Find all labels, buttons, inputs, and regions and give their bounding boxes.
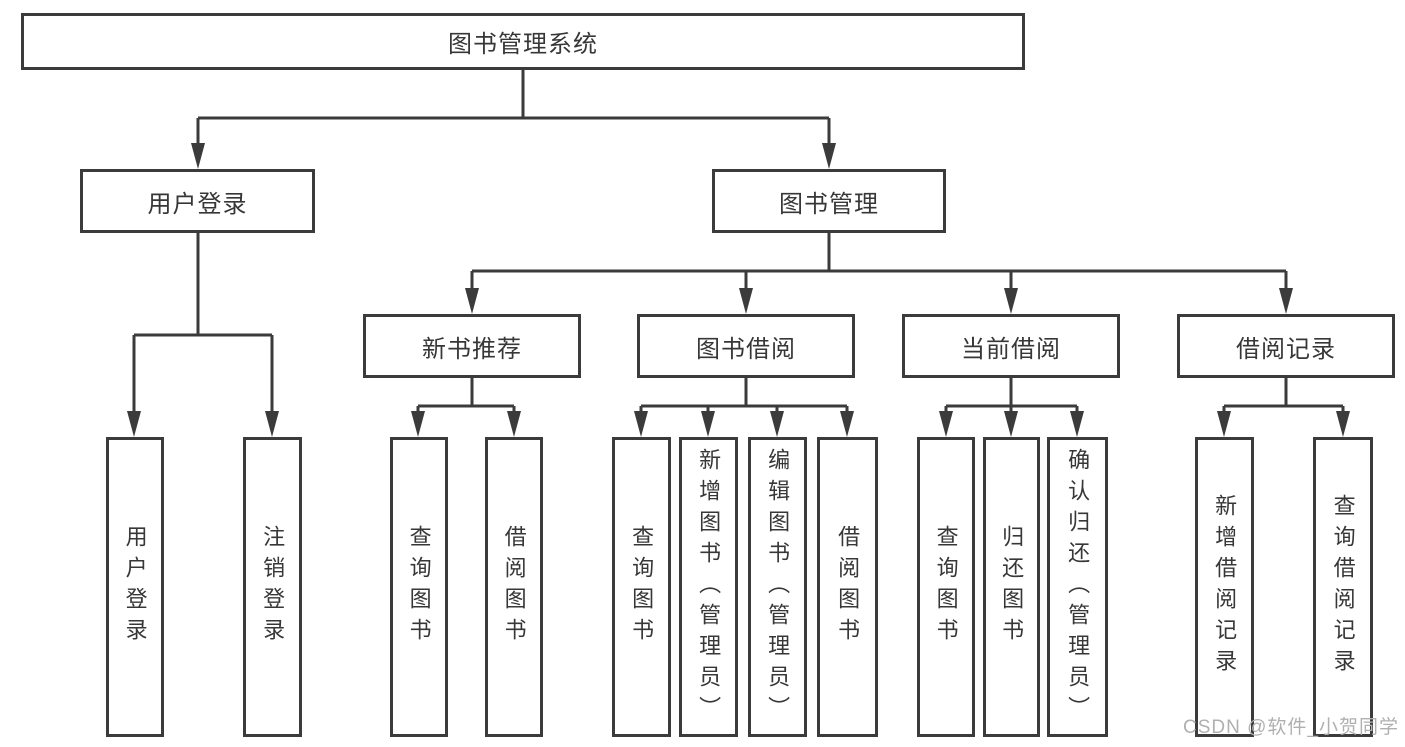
node-leaf-borrow-book-recommend: 借阅图书: [485, 437, 543, 737]
node-new-book-recommend-label: 新书推荐: [422, 335, 522, 363]
connector-current-borrow-children: [944, 378, 1079, 413]
node-leaf-borrow-book-label: 借阅图书: [835, 525, 861, 649]
node-leaf-return-book: 归还图书: [983, 437, 1040, 737]
arrow-down-icon: [191, 143, 205, 169]
node-leaf-query-borrow-record: 查询借阅记录: [1313, 437, 1373, 737]
arrow-down-icon: [465, 288, 479, 314]
node-root: 图书管理系统: [21, 13, 1025, 70]
connector-new-book-recommend-children: [416, 378, 516, 413]
node-borrow-record: 借阅记录: [1177, 314, 1395, 378]
node-root-label: 图书管理系统: [448, 31, 598, 58]
arrow-down-icon: [1070, 411, 1084, 437]
arrow-down-icon: [1004, 288, 1018, 314]
node-leaf-add-book-admin-label: 新增图书（管理员）: [696, 447, 722, 727]
node-book-borrow: 图书借阅: [637, 314, 855, 378]
connector-root-children: [196, 70, 831, 145]
connector-book-management-children: [470, 233, 1288, 290]
node-leaf-query-book-borrow: 查询图书: [612, 437, 671, 737]
node-leaf-borrow-book-recommend-label: 借阅图书: [501, 525, 527, 649]
connector-borrow-record-children: [1222, 378, 1345, 413]
node-leaf-logout: 注销登录: [243, 437, 302, 737]
connector-user-login-children: [132, 233, 274, 413]
arrow-down-icon: [127, 411, 141, 437]
node-leaf-add-book-admin: 新增图书（管理员）: [679, 437, 738, 737]
arrow-down-icon: [770, 411, 784, 437]
node-leaf-user-login: 用户登录: [106, 437, 164, 737]
watermark: CSDN @软件_小贺同学: [1183, 717, 1399, 738]
node-leaf-add-borrow-record: 新增借阅记录: [1195, 437, 1254, 737]
arrow-down-icon: [1336, 411, 1350, 437]
node-current-borrow-label: 当前借阅: [961, 335, 1061, 363]
node-leaf-query-book-recommend-label: 查询图书: [406, 525, 432, 649]
arrow-down-icon: [1004, 411, 1018, 437]
node-borrow-record-label: 借阅记录: [1236, 335, 1336, 363]
connector-book-borrow-children: [639, 378, 849, 413]
arrow-down-icon: [822, 143, 836, 169]
node-leaf-query-borrow-record-label: 查询借阅记录: [1330, 494, 1356, 680]
node-current-borrow: 当前借阅: [902, 314, 1120, 378]
arrow-down-icon: [939, 411, 953, 437]
node-book-borrow-label: 图书借阅: [696, 335, 796, 363]
node-leaf-edit-book-admin-label: 编辑图书（管理员）: [765, 447, 791, 727]
arrow-down-icon: [507, 411, 521, 437]
node-user-login-label: 用户登录: [147, 190, 248, 218]
arrow-down-icon: [840, 411, 854, 437]
node-book-management-label: 图书管理: [779, 190, 879, 218]
node-leaf-add-borrow-record-label: 新增借阅记录: [1212, 494, 1238, 680]
node-leaf-edit-book-admin: 编辑图书（管理员）: [748, 437, 807, 737]
node-leaf-query-book-current: 查询图书: [917, 437, 975, 737]
node-leaf-logout-label: 注销登录: [260, 525, 286, 649]
arrow-down-icon: [411, 411, 425, 437]
arrow-down-icon: [701, 411, 715, 437]
node-leaf-confirm-return-admin-label: 确认归还（管理员）: [1065, 447, 1091, 727]
arrow-down-icon: [1217, 411, 1231, 437]
arrow-down-icon: [265, 411, 279, 437]
arrow-down-icon: [634, 411, 648, 437]
node-leaf-user-login-label: 用户登录: [122, 525, 148, 649]
node-user-login: 用户登录: [80, 169, 315, 233]
node-leaf-borrow-book: 借阅图书: [817, 437, 878, 737]
node-leaf-query-book-recommend: 查询图书: [390, 437, 448, 737]
arrow-down-icon: [739, 288, 753, 314]
arrow-down-icon: [1279, 288, 1293, 314]
node-leaf-confirm-return-admin: 确认归还（管理员）: [1047, 437, 1108, 737]
node-leaf-query-book-current-label: 查询图书: [933, 525, 959, 649]
node-book-management: 图书管理: [712, 169, 946, 233]
arrowheads: [127, 143, 1350, 437]
node-leaf-query-book-borrow-label: 查询图书: [629, 525, 655, 649]
node-new-book-recommend: 新书推荐: [363, 314, 581, 378]
node-leaf-return-book-label: 归还图书: [999, 525, 1025, 649]
